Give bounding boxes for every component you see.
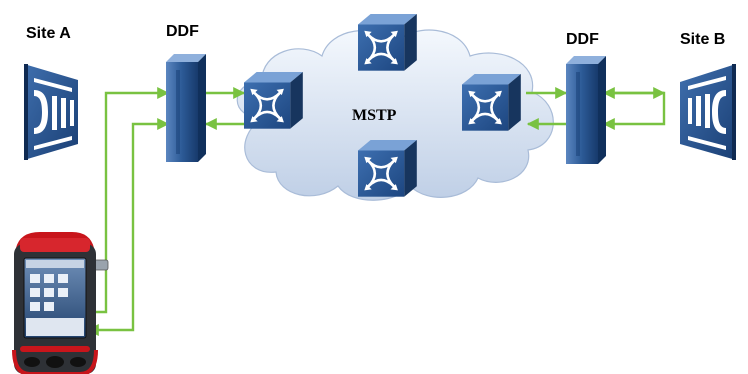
switch-right-icon (460, 72, 523, 132)
switch-left-icon (242, 70, 305, 130)
switch-top-icon (356, 12, 419, 72)
ddf-left-label: DDF (166, 23, 199, 40)
link-tester-to-ddf-tx (88, 87, 170, 314)
network-label: MSTP (352, 107, 397, 124)
ddf-right-rack-icon (566, 56, 606, 164)
link-loopback (602, 87, 666, 130)
link-ddf-to-tester-rx (86, 118, 170, 336)
site-a-label: Site A (26, 25, 71, 42)
site-a-terminal-icon (24, 64, 78, 160)
cloud-icon (236, 29, 554, 201)
ddf-right-label: DDF (566, 31, 599, 48)
handheld-tester-icon (12, 232, 109, 374)
link-lines (86, 87, 666, 336)
site-b-terminal-icon (680, 64, 736, 160)
site-b-label: Site B (680, 31, 725, 48)
ddf-left-rack-icon (166, 54, 206, 162)
switch-bottom-icon (356, 138, 419, 198)
